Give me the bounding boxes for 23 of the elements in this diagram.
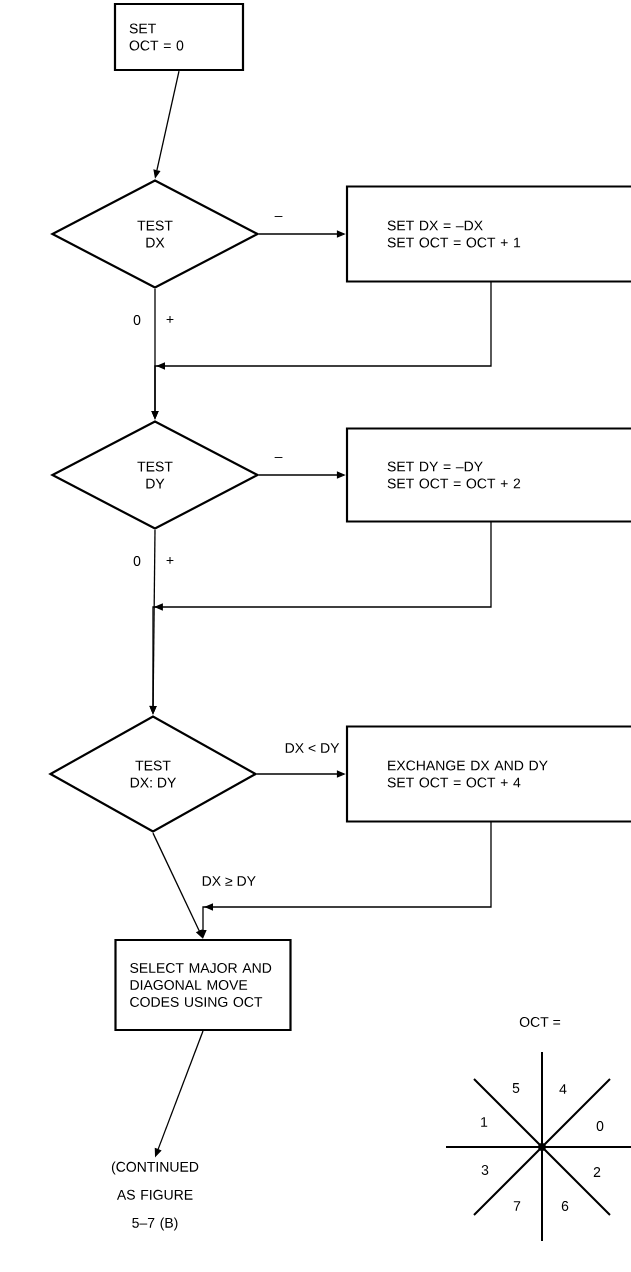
branch-label: 0 [133,315,141,325]
octant-number: 2 [593,1167,601,1177]
octant-number: 4 [559,1084,567,1094]
edge-label: DX < DY [285,743,340,753]
octant-number: 5 [512,1083,520,1093]
process-box: SELECT MAJOR AND DIAGONAL MOVE CODES USING OCT [114,938,292,1032]
continuation-note: (CONTINUED AS FIGURE 5–7 (B) [111,1161,199,1231]
branch-label: 0 [133,556,141,566]
branch-label: + [166,316,174,323]
edge-label: – [274,457,283,458]
octant-number: 3 [481,1165,489,1175]
octant-number: 1 [481,1117,488,1127]
edge-label: DX ≥ DY [202,876,256,886]
heading-label: OCT = [519,1017,561,1027]
process-box: SET OCT = 0 [113,2,245,72]
octant-number: 7 [513,1201,521,1211]
process-box: SET DX = –DX SET OCT = OCT + 1 [345,185,631,283]
process-box: SET DY = –DY SET OCT = OCT + 2 [345,427,631,523]
process-box: EXCHANGE DX AND DY SET OCT = OCT + 4 [345,725,631,823]
octant-number: 0 [596,1121,604,1131]
branch-label: + [166,556,174,564]
edge-label: – [274,216,283,217]
octant-number: 6 [561,1201,569,1211]
